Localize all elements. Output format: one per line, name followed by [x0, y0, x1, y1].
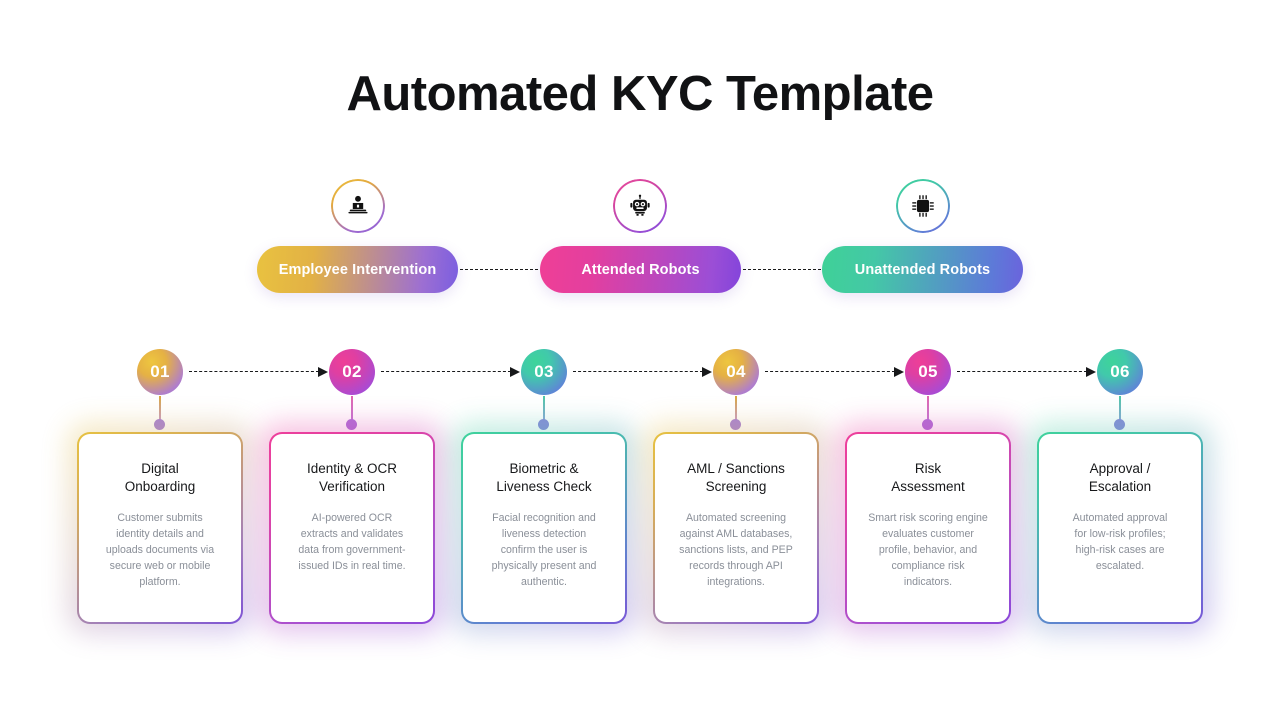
step-circle-01[interactable]: 01 — [137, 349, 183, 395]
card-description: Customer submits identity details and up… — [105, 511, 215, 589]
step-arrow-5 — [957, 366, 1096, 377]
card-inner: Approval / Escalation Automated approval… — [1039, 434, 1201, 622]
step-circle-04[interactable]: 04 — [713, 349, 759, 395]
stem-dot-6 — [1114, 419, 1125, 430]
robot-icon — [627, 193, 653, 219]
cpu-chip-icon — [910, 193, 936, 219]
card-description: Facial recognition and liveness detectio… — [491, 511, 597, 589]
step-card-03[interactable]: Biometric & Liveness Check Facial recogn… — [451, 422, 637, 634]
role-icon-unattended-robots — [896, 179, 950, 233]
pill-connector-2 — [743, 269, 821, 270]
step-number: 01 — [150, 362, 170, 381]
stem-4 — [735, 396, 737, 422]
step-number: 04 — [726, 362, 746, 381]
role-icon-employee-intervention — [331, 179, 385, 233]
role-pill-attended-robots[interactable]: Attended Robots — [540, 246, 741, 293]
step-circle-02[interactable]: 02 — [329, 349, 375, 395]
stem-5 — [927, 396, 929, 422]
person-at-laptop-icon — [345, 193, 371, 219]
card-description: Automated approval for low-risk profiles… — [1072, 511, 1168, 573]
card-title: Digital Onboarding — [124, 461, 196, 494]
role-pill-label: Attended Robots — [581, 261, 700, 278]
step-arrow-3 — [573, 366, 712, 377]
step-number: 02 — [342, 362, 362, 381]
role-pill-label: Unattended Robots — [854, 261, 991, 278]
step-arrow-2 — [381, 366, 520, 377]
card-description: Automated screening against AML database… — [679, 511, 793, 589]
stem-1 — [159, 396, 161, 422]
step-circle-06[interactable]: 06 — [1097, 349, 1143, 395]
role-pill-label: Employee Intervention — [278, 261, 437, 278]
card-title: Biometric & Liveness Check — [496, 461, 592, 494]
step-number: 05 — [918, 362, 938, 381]
stem-dot-2 — [346, 419, 357, 430]
stem-3 — [543, 396, 545, 422]
card-title: AML / Sanctions Screening — [687, 461, 785, 494]
pill-connector-1 — [460, 269, 538, 270]
card-inner: Biometric & Liveness Check Facial recogn… — [463, 434, 625, 622]
stem-dot-4 — [730, 419, 741, 430]
card-description: Smart risk scoring engine evaluates cust… — [868, 511, 988, 589]
card-inner: Identity & OCR Verification AI-powered O… — [271, 434, 433, 622]
card-inner: AML / Sanctions Screening Automated scre… — [655, 434, 817, 622]
step-card-04[interactable]: AML / Sanctions Screening Automated scre… — [643, 422, 829, 634]
role-icon-attended-robots — [613, 179, 667, 233]
stem-dot-1 — [154, 419, 165, 430]
step-card-01[interactable]: Digital Onboarding Customer submits iden… — [67, 422, 253, 634]
stem-dot-3 — [538, 419, 549, 430]
step-card-02[interactable]: Identity & OCR Verification AI-powered O… — [259, 422, 445, 634]
role-pill-employee-intervention[interactable]: Employee Intervention — [257, 246, 458, 293]
card-description: AI-powered OCR extracts and validates da… — [298, 511, 406, 573]
stem-6 — [1119, 396, 1121, 422]
card-inner: Digital Onboarding Customer submits iden… — [79, 434, 241, 622]
role-pill-unattended-robots[interactable]: Unattended Robots — [822, 246, 1023, 293]
step-arrow-4 — [765, 366, 904, 377]
card-inner: Risk Assessment Smart risk scoring engin… — [847, 434, 1009, 622]
step-card-05[interactable]: Risk Assessment Smart risk scoring engin… — [835, 422, 1021, 634]
card-title: Risk Assessment — [891, 461, 965, 494]
stem-dot-5 — [922, 419, 933, 430]
step-number: 06 — [1110, 362, 1130, 381]
page-title: Automated KYC Template — [346, 67, 934, 121]
stem-2 — [351, 396, 353, 422]
step-circle-05[interactable]: 05 — [905, 349, 951, 395]
step-circle-03[interactable]: 03 — [521, 349, 567, 395]
card-title: Approval / Escalation — [1088, 461, 1152, 494]
step-number: 03 — [534, 362, 554, 381]
step-card-06[interactable]: Approval / Escalation Automated approval… — [1027, 422, 1213, 634]
card-title: Identity & OCR Verification — [306, 461, 398, 494]
step-arrow-1 — [189, 366, 328, 377]
